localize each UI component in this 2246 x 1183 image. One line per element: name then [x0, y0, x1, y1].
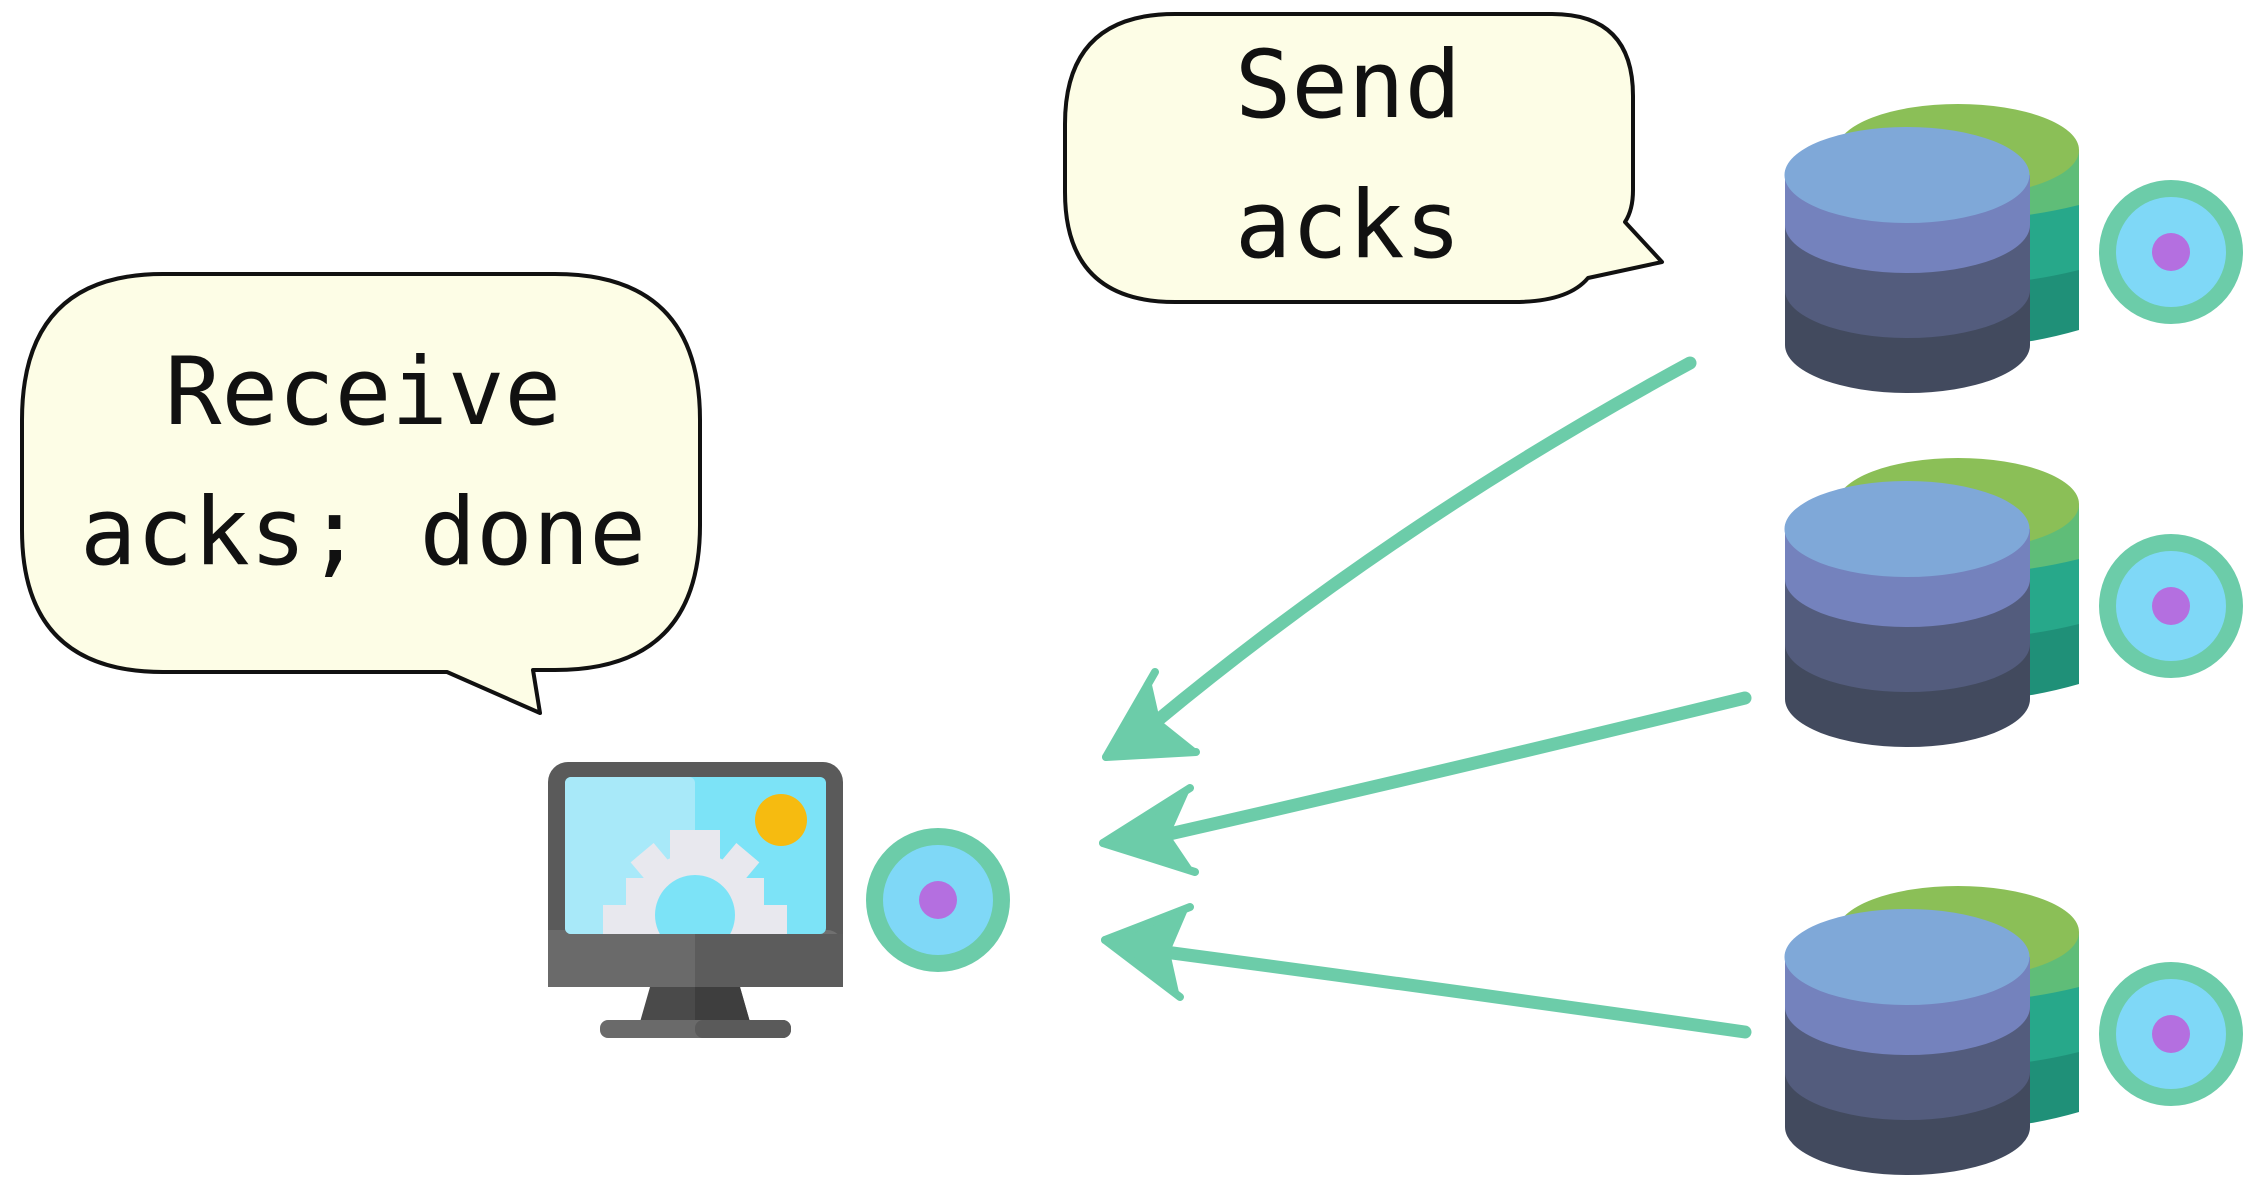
ack-arrow-3	[1101, 903, 1752, 1039]
database-server-2	[1784, 458, 2079, 747]
server-node-icon-1	[2099, 180, 2243, 324]
receive-bubble-line-2: acks; done	[80, 478, 646, 587]
monitor-with-gear-icon	[548, 762, 843, 1038]
database-stack-icon	[1784, 458, 2079, 747]
receive-bubble-line-1: Receive	[164, 338, 562, 447]
send-bubble-line-2: acks	[1234, 171, 1462, 280]
server-node-icon-2	[2099, 534, 2243, 678]
database-stack-icon	[1784, 104, 2079, 393]
database-server-1	[1784, 104, 2079, 393]
receive-speech-bubble	[20, 272, 702, 715]
send-bubble-text: Send acks	[1068, 16, 1628, 296]
send-speech-bubble	[1063, 12, 1664, 304]
receive-bubble-text: Receive acks; done	[23, 323, 703, 603]
server-node-icon-3	[2099, 962, 2243, 1106]
database-server-3	[1784, 886, 2079, 1175]
ack-arrow-1	[1102, 356, 1697, 761]
send-bubble-line-1: Send	[1234, 31, 1462, 140]
client-node-icon	[866, 828, 1010, 972]
database-stack-icon	[1784, 886, 2079, 1175]
ack-arrow-2	[1099, 691, 1752, 876]
